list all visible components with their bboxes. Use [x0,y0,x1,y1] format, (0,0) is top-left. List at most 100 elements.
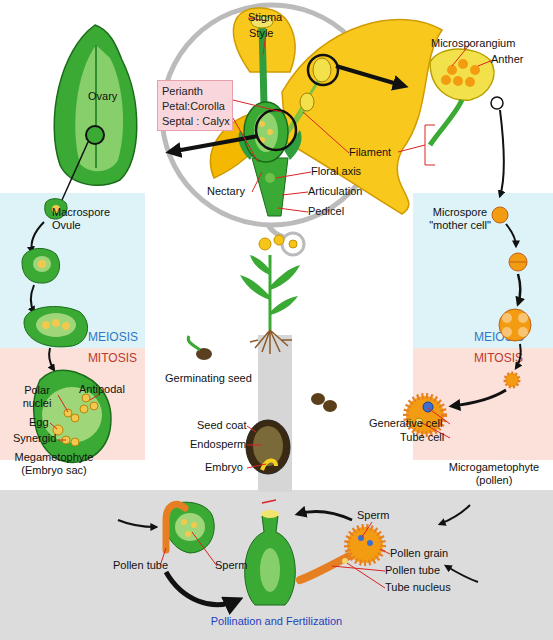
seeds [246,420,290,474]
magnifier-lens [289,240,297,248]
zoom-circles [256,55,338,150]
part-label: Macrospore [52,206,110,219]
part-label: Egg [29,416,49,429]
pistil [252,158,288,216]
part-label: Polar nuclei [15,384,59,410]
embryo-sac [71,438,79,446]
magnifier-lens [282,233,304,255]
part-label: Pollen grain [390,547,448,560]
node-label: Pollination and Fertilization [0,614,553,629]
part-label: Filament [349,146,391,159]
part-label: Ovule [52,219,81,232]
stamens [300,93,314,111]
part-label: Megametophyte (Embryo sac) [8,451,100,477]
anther-enlarged [430,49,504,196]
leader-lines [233,100,282,112]
young-plant [240,255,300,315]
ovary-enlarged [75,45,123,171]
germinating-seed [188,336,200,350]
seeds [262,460,276,470]
fertilization-illustration [175,513,205,541]
part-label: Pollen tube [113,559,168,572]
fertilization-illustration [181,519,187,525]
flower-petals [210,8,442,214]
part-label: Synergid [13,432,56,445]
leader-lines [398,145,425,152]
part-label: Endosperm [190,438,246,451]
stamens [313,58,331,82]
leader-lines [58,440,66,441]
part-label: Tube nucleus [385,581,451,594]
fertilization-illustration [185,531,191,537]
part-label: Pedicel [308,205,344,218]
part-label: Germinating seed [165,372,252,385]
seeds [323,400,337,412]
part-label: Microspore "mother cell" [421,206,499,232]
part-label: Embryo [205,461,243,474]
leader-lines [425,125,435,165]
part-label: Style [249,27,273,40]
ovule-development [22,248,60,283]
microspore-development [518,313,528,323]
embryo-sac [90,402,98,410]
ovule-development [38,260,46,268]
part-label: Generative cell [369,417,442,430]
ovary-enlarged [86,126,104,144]
microspore-development [492,207,508,223]
ovary-enlarged [62,142,88,200]
leader-lines [233,118,258,162]
part-label: Articulation [308,185,362,198]
ovule-development [33,256,51,272]
ovary-enlarged [54,25,137,185]
zoom-circles [256,110,296,150]
anther-enlarged [430,100,462,145]
embryo-sac [64,409,72,417]
fertilization-illustration [191,522,197,528]
anther-enlarged [447,65,457,75]
part-label: Tube cell [400,431,444,444]
anther-enlarged [458,59,468,69]
anther-enlarged [453,76,463,86]
microspore-development [502,327,512,337]
part-label: Seed coat [197,419,247,432]
part-label: Microsporangium [431,37,515,50]
part-label: Ovary [88,90,117,103]
anther-enlarged [470,65,480,75]
part-label: Sperm [215,559,247,572]
microspore-development [499,309,531,341]
anther-enlarged [430,49,494,100]
flower-petals [282,20,442,214]
fertilization-illustration [367,540,373,546]
leader-lines [282,192,308,195]
leader-lines [303,112,349,153]
fertilization-illustration [166,504,185,550]
young-plant [274,235,284,245]
microspore-development [505,373,519,387]
pistil [267,129,273,135]
part-label: Sperm [357,509,389,522]
ovary-enlarged [54,25,137,200]
leader-lines [362,522,372,537]
ovule-development [62,322,70,330]
part-label: Stigma [248,11,282,24]
part-label: Microgametophyte (pollen) [442,461,546,487]
microspore-development [518,327,528,337]
fertilization-illustration [260,548,280,592]
young-plant [269,255,272,330]
leader-lines [247,426,256,432]
pistil [265,173,275,183]
leader-lines [252,172,262,192]
leader-lines [58,395,68,412]
leader-lines [478,60,493,66]
anther-enlarged [491,97,503,109]
seeds [246,393,337,474]
young-plant [250,330,292,354]
leader-lines [50,423,57,429]
leader-lines [276,172,311,178]
ovule-development [42,321,50,329]
leader-lines [247,464,266,468]
embryo-sac [80,405,88,413]
part-label: Nectary [207,185,245,198]
